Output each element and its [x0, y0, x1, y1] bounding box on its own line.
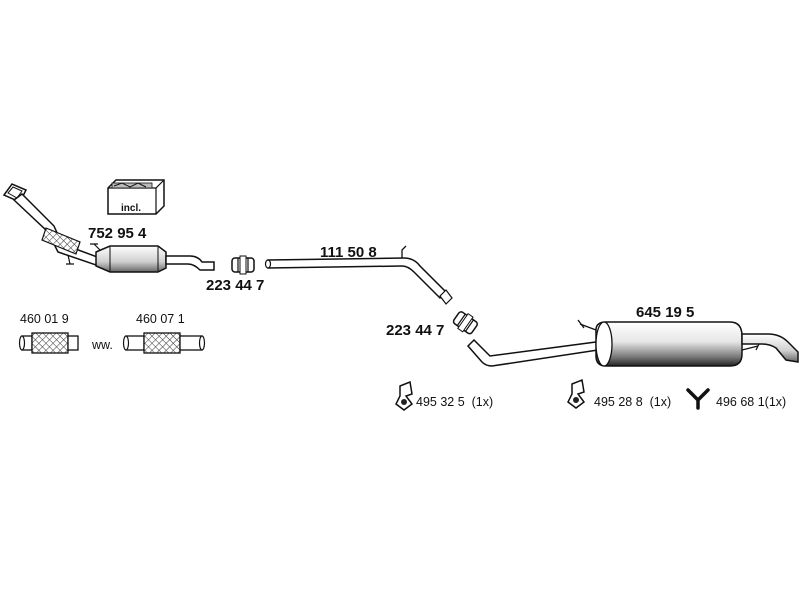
clamp-2-part-number: 223 44 7: [386, 322, 445, 339]
mount-1-part-number: 495 32 5: [416, 395, 465, 409]
mount-3-quantity: (1x): [764, 395, 787, 409]
y-hanger-mount: [686, 388, 710, 410]
flex-pipe-2: [122, 332, 206, 354]
mount-1-label: 495 32 5 (1x): [416, 395, 493, 409]
downpipe-flex-section: [41, 227, 81, 255]
flex-pipe-1: [18, 332, 79, 354]
kit-box-label: incl.: [121, 203, 142, 214]
flex-pipe-2-part-number: 460 07 1: [136, 312, 185, 326]
mount-3-part-number: 496 68 1: [716, 395, 765, 409]
rubber-mount-2: [567, 378, 586, 409]
rear-silencer-assembly: [466, 319, 799, 367]
mount-1-quantity: (1x): [471, 395, 494, 409]
clamp-1-part-number: 223 44 7: [206, 277, 265, 294]
converter-body: [95, 245, 167, 273]
silencer-body: [595, 321, 743, 367]
clamp-2: [452, 311, 478, 335]
mount-2-quantity: (1x): [649, 395, 672, 409]
converter-outlet-pipe: [165, 255, 215, 271]
catalytic-converter-assembly: [2, 183, 215, 273]
rear-silencer-part-number: 645 19 5: [636, 304, 695, 321]
middle-pipe-part-number: 111 50 8: [320, 244, 377, 261]
silencer-inlet-pipe: [466, 338, 599, 367]
alternative-marker: ww.: [92, 338, 113, 352]
mount-2-part-number: 495 28 8: [594, 395, 643, 409]
clamp-1: [231, 255, 255, 275]
flex-pipe-1-part-number: 460 01 9: [20, 312, 69, 326]
catalytic-converter-part-number: 752 95 4: [88, 225, 147, 242]
mount-2-label: 495 28 8 (1x): [594, 395, 671, 409]
kit-box: [107, 179, 165, 215]
middle-pipe: [264, 245, 453, 305]
mount-3-label: 496 68 1(1x): [716, 395, 786, 409]
rubber-mount-1: [395, 380, 414, 411]
silencer-tailpipe: [741, 333, 799, 363]
